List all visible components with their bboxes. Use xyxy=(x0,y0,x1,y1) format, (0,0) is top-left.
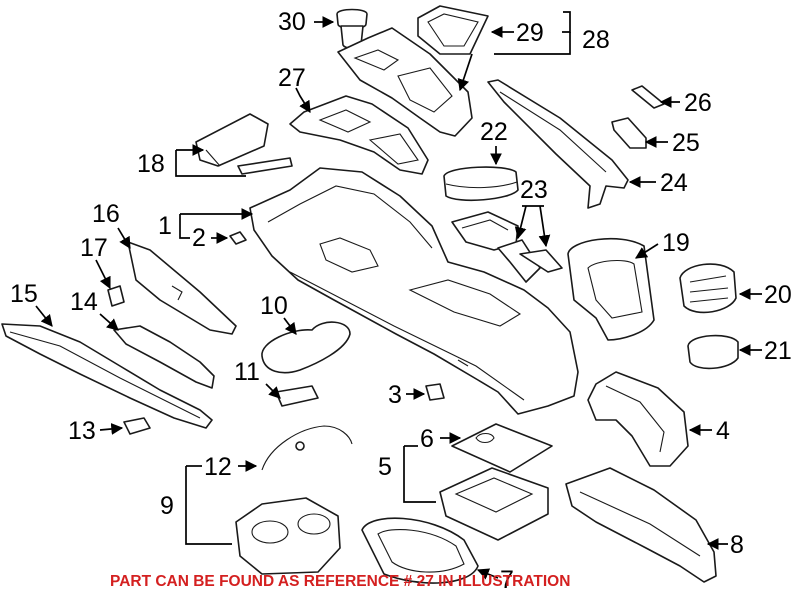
callout-21: 21 xyxy=(764,337,792,365)
callout-22: 22 xyxy=(480,118,508,146)
reference-caption: PART CAN BE FOUND AS REFERENCE # 27 IN I… xyxy=(110,573,570,590)
part-12-wire xyxy=(261,425,353,471)
part-1-console-body xyxy=(249,167,579,415)
callout-19: 19 xyxy=(662,229,690,257)
part-13-switch xyxy=(123,417,151,435)
callout-28: 28 xyxy=(582,26,610,54)
part-2-clip xyxy=(229,231,247,245)
callout-25: 25 xyxy=(672,129,700,157)
part-19-bezel xyxy=(567,237,655,341)
part-17-tab xyxy=(107,285,125,307)
part-27-console-top xyxy=(289,95,429,175)
callout-27: 27 xyxy=(278,64,306,92)
part-23-hinge xyxy=(451,211,563,283)
part-15-long-trim xyxy=(1,323,213,429)
part-9-cupholder xyxy=(235,497,341,575)
part-3-pad xyxy=(425,383,445,401)
callout-17: 17 xyxy=(80,234,108,262)
part-5-tray xyxy=(439,467,549,541)
part-22-armrest-lid xyxy=(443,166,519,202)
callout-20: 20 xyxy=(764,281,792,309)
callout-24: 24 xyxy=(660,169,688,197)
callout-16: 16 xyxy=(92,200,120,228)
part-21-button xyxy=(687,334,739,370)
part-24-side-rail xyxy=(487,79,629,209)
callout-8: 8 xyxy=(730,531,744,559)
callout-7: 7 xyxy=(500,566,514,594)
callout-26: 26 xyxy=(684,89,712,117)
part-7-tray-ring xyxy=(361,517,479,584)
part-29-tray xyxy=(417,5,489,55)
callout-12: 12 xyxy=(204,453,232,481)
part-14-lower-trim xyxy=(113,325,215,389)
callout-23: 23 xyxy=(520,176,548,204)
callout-1: 1 xyxy=(158,212,172,240)
callout-10: 10 xyxy=(260,292,288,320)
callout-18: 18 xyxy=(137,150,165,178)
part-8-floor-bracket xyxy=(565,467,717,583)
callout-3: 3 xyxy=(388,381,402,409)
callout-labels: 30 29 28 27 26 22 25 18 24 23 16 1 2 19 … xyxy=(10,8,792,594)
callout-14: 14 xyxy=(70,288,98,316)
callout-29: 29 xyxy=(516,19,544,47)
callout-15: 15 xyxy=(10,280,38,308)
part-6-pad xyxy=(451,423,553,473)
part-28-top-trim xyxy=(337,27,473,137)
callout-4: 4 xyxy=(716,417,730,445)
part-18-bin xyxy=(195,113,293,175)
callout-2: 2 xyxy=(192,224,206,252)
callout-6: 6 xyxy=(420,425,434,453)
part-20-vent xyxy=(679,263,737,314)
callout-11: 11 xyxy=(234,358,260,386)
callout-9: 9 xyxy=(160,492,174,520)
part-4-bracket xyxy=(587,371,689,467)
part-16-side-panel xyxy=(127,241,237,335)
part-25-clip xyxy=(611,117,647,149)
callout-30: 30 xyxy=(278,8,306,36)
callout-13: 13 xyxy=(68,417,96,445)
leader-lines xyxy=(35,11,762,580)
part-11-pad xyxy=(275,385,319,407)
part-26-strip xyxy=(631,85,665,109)
callout-5: 5 xyxy=(378,453,392,481)
part-10-mat xyxy=(261,321,351,374)
